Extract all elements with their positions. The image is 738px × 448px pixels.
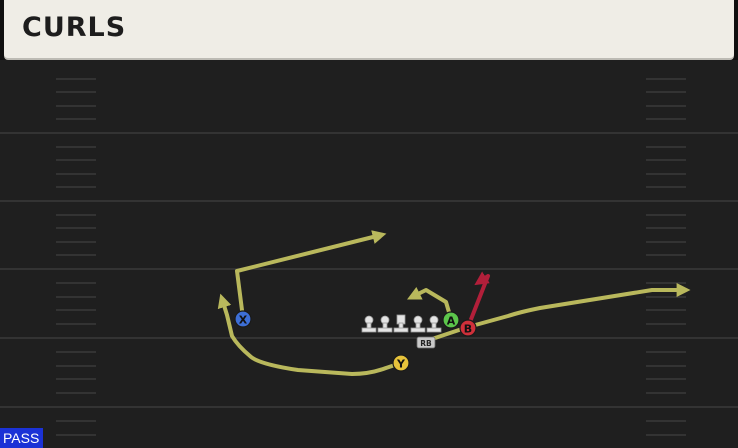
b-button-icon — [459, 319, 477, 337]
route-b-primary — [466, 271, 490, 329]
play-title: CURLS — [22, 12, 127, 43]
rb-label: RB — [420, 339, 432, 348]
player-y[interactable]: Y — [392, 354, 410, 372]
route-a — [406, 286, 453, 321]
x-button-label: X — [239, 314, 248, 327]
playbook-field: RB X Y A B — [0, 62, 738, 448]
y-button-icon — [392, 354, 410, 372]
player-b[interactable]: B — [459, 319, 477, 337]
lineman-icon — [377, 315, 393, 333]
y-button-label: Y — [396, 358, 406, 371]
center-icon — [393, 314, 409, 333]
x-button-icon — [234, 310, 252, 328]
lineman-icon — [426, 315, 442, 333]
running-back-badge: RB — [416, 336, 436, 349]
route-b — [466, 283, 691, 329]
player-a[interactable]: A — [442, 311, 460, 329]
title-card: CURLS — [4, 0, 734, 58]
hash-marks-left — [56, 78, 96, 436]
offensive-line — [361, 314, 442, 333]
a-button-icon — [442, 311, 460, 329]
yard-lines — [0, 132, 738, 408]
lineman-icon — [361, 315, 377, 333]
player-x[interactable]: X — [234, 310, 252, 328]
play-type-badge: PASS — [0, 428, 44, 448]
route-x — [235, 230, 387, 320]
b-button-label: B — [464, 323, 472, 336]
lineman-icon — [410, 315, 426, 333]
a-button-label: A — [447, 315, 456, 328]
header-bar: CURLS — [0, 0, 738, 60]
route-y — [217, 293, 403, 376]
hash-marks-right — [646, 78, 686, 436]
